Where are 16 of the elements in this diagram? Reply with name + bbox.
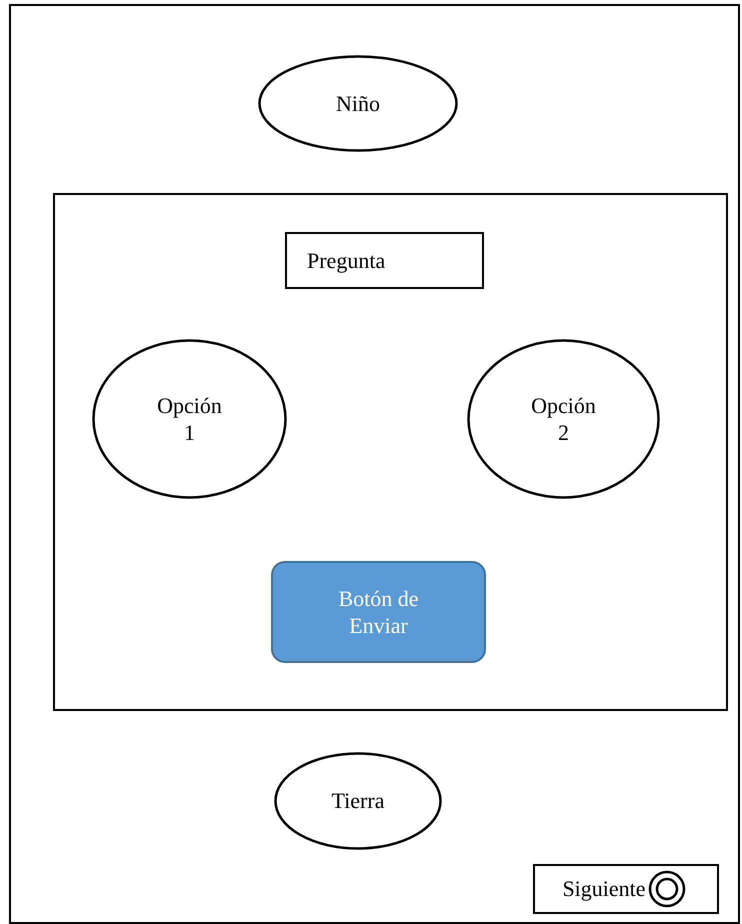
page-frame: [9, 4, 740, 924]
node-label: Opción 2: [530, 392, 597, 446]
next-button: [533, 864, 719, 914]
node-label: Pregunta: [307, 246, 386, 274]
option-ellipse: [92, 339, 287, 499]
node-label: Siguiente: [562, 875, 646, 903]
node-label: Botón de Enviar: [337, 584, 420, 640]
ellipse-node: [258, 55, 458, 152]
node-label: Opción 1: [156, 392, 223, 446]
panel-box: [53, 193, 728, 711]
ellipse-node: [274, 752, 442, 850]
node-label: Niño: [336, 90, 380, 118]
node-label: Tierra: [332, 787, 384, 815]
submit-button: [271, 561, 486, 663]
option-ellipse: [467, 339, 660, 499]
question-box: [285, 232, 484, 289]
